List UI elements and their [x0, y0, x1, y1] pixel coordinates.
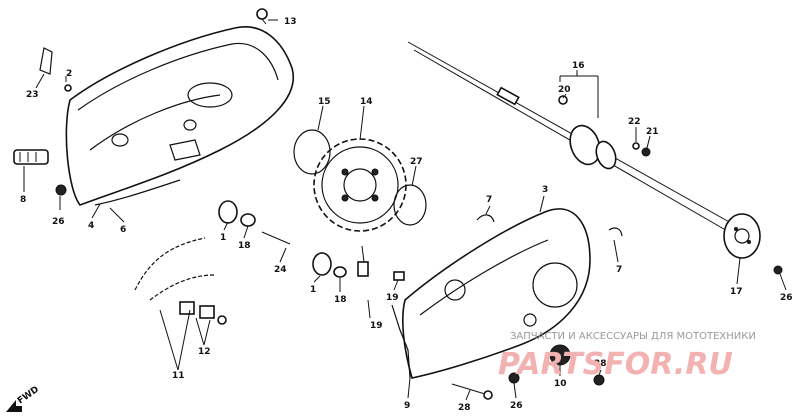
watermark-tagline: ЗАПЧАСТИ И АКСЕССУАРЫ ДЛЯ МОТОТЕХНИКИ: [510, 331, 756, 342]
washer-22: [632, 142, 640, 150]
callout-26a: 26: [52, 217, 65, 227]
gasket-9: [391, 304, 411, 379]
callout-3: 3: [542, 185, 548, 195]
circlip-15: [293, 129, 331, 175]
callout-14: 14: [360, 97, 373, 107]
callout-4: 4: [88, 221, 94, 231]
rubber-mount: [13, 149, 49, 165]
callout-7b: 7: [616, 265, 622, 275]
callout-11: 11: [172, 371, 185, 381]
damper-lower: [312, 252, 405, 281]
chain-case-left: [65, 26, 295, 206]
washer-left: [64, 84, 72, 92]
callout-12: 12: [198, 347, 211, 357]
callout-19a: 19: [386, 293, 399, 303]
fwd-marker: FWD: [6, 385, 41, 412]
leader-lines: [23, 19, 787, 401]
watermark: ЗАПЧАСТИ И АКСЕССУАРЫ ДЛЯ МОТОТЕХНИКИ PA…: [498, 331, 756, 382]
callout-18a: 18: [238, 241, 251, 251]
callout-13: 13: [284, 17, 297, 27]
wheel-hub: [723, 213, 761, 259]
circlip-27: [393, 184, 427, 226]
callout-16: 16: [572, 61, 585, 71]
nut-26c: [773, 265, 783, 275]
clip: [39, 47, 53, 75]
callout-1b: 1: [310, 285, 316, 295]
callout-labels: 13 2 23 8 26 4 6 15 14 27 1 18 24 1 18 1…: [20, 17, 793, 413]
clip-7b: [608, 227, 623, 237]
callout-17: 17: [730, 287, 743, 297]
bolt-20: [558, 95, 568, 105]
callout-21: 21: [646, 127, 659, 137]
chain-joint: [179, 301, 227, 325]
callout-7a: 7: [486, 195, 492, 205]
callout-1a: 1: [220, 233, 226, 243]
callout-22: 22: [628, 117, 641, 127]
callout-27: 27: [410, 157, 423, 167]
fwd-arrow-icon: [6, 400, 22, 412]
callout-8: 8: [20, 195, 26, 205]
chain-cover: [402, 208, 591, 379]
callout-28a: 28: [458, 403, 471, 413]
callout-20: 20: [558, 85, 571, 95]
callout-23: 23: [26, 90, 39, 100]
damper-upper: [218, 200, 291, 245]
callout-9: 9: [404, 401, 410, 411]
callout-26b: 26: [510, 401, 523, 411]
bolt-top: [256, 8, 268, 25]
watermark-logo: PARTSFOR.RU: [498, 347, 733, 382]
callout-19b: 19: [370, 321, 383, 331]
seal-strip: [94, 179, 181, 206]
bolt-28a: [451, 383, 493, 400]
callout-10: 10: [554, 379, 567, 389]
callout-24: 24: [274, 265, 287, 275]
callout-2: 2: [66, 69, 72, 79]
callout-18b: 18: [334, 295, 347, 305]
rear-axle: [407, 41, 741, 237]
rear-sprocket: [313, 138, 407, 232]
fwd-label: FWD: [16, 385, 41, 407]
nut-left: [55, 184, 67, 196]
nut-21: [641, 147, 651, 157]
callout-15: 15: [318, 97, 331, 107]
drive-chain: [134, 237, 216, 301]
clip-7a: [476, 214, 495, 223]
callout-6: 6: [120, 225, 126, 235]
callout-26c: 26: [780, 293, 793, 303]
callout-28b: 28: [594, 359, 607, 369]
